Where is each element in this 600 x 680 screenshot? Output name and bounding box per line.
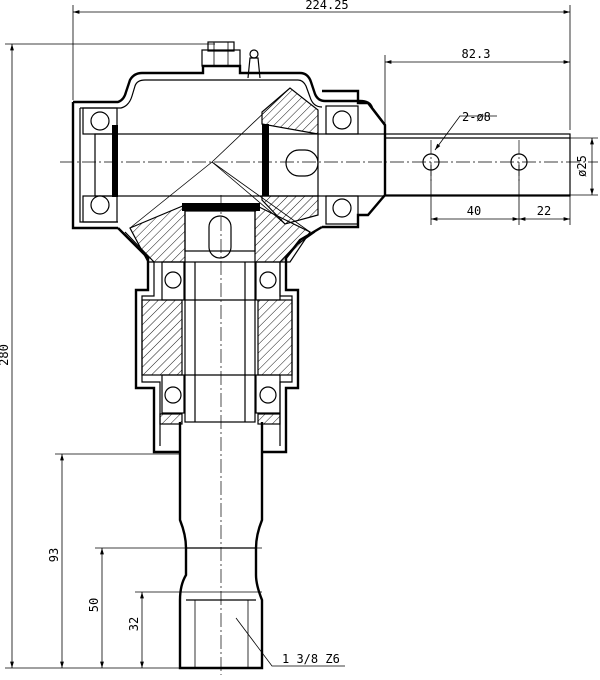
input-shaft	[60, 133, 598, 197]
bearing-ball	[332, 110, 352, 130]
left-bearing	[82, 107, 118, 223]
gear-section-bottom	[261, 195, 319, 225]
housing-lower-left	[117, 227, 180, 454]
snap-ring	[262, 124, 269, 196]
oil-seal-left	[159, 413, 183, 425]
gear-section-left	[129, 204, 186, 263]
output-shaft	[178, 195, 264, 675]
dim-50-text: 50	[87, 598, 101, 612]
dim-diameter-text: ø25	[575, 155, 589, 177]
dimension-texts: 224.25 82.3 2-ø8 40 22 ø25 280 93 50 32 …	[0, 0, 589, 666]
leader-holes	[434, 115, 497, 151]
bearing-ball	[259, 386, 277, 404]
grease-nipple	[247, 57, 261, 79]
housing-left-wall	[71, 102, 118, 230]
dim-hole-spacing-text: 40	[467, 204, 481, 218]
gear-section-top	[261, 87, 319, 135]
keyway	[285, 149, 319, 177]
bearing-ball	[259, 271, 277, 289]
dim-holes-text: 2-ø8	[462, 110, 491, 124]
bearing-ball	[164, 386, 182, 404]
snap-ring	[112, 125, 118, 197]
vertical-keyway	[208, 215, 232, 259]
bearing-ball	[90, 111, 110, 131]
plug-body	[201, 49, 241, 67]
housing-right-flange	[322, 89, 387, 229]
dim-height-text: 280	[0, 344, 11, 366]
housing-top-outer	[73, 64, 386, 126]
bearing-ball	[90, 195, 110, 215]
shaft-body	[94, 133, 571, 197]
vertical-shaft-body	[184, 261, 256, 423]
vertical-bearings	[141, 261, 293, 425]
dim-32-text: 32	[127, 617, 141, 631]
breather-plug	[201, 41, 261, 79]
plug-cap	[207, 41, 235, 52]
oil-seal-right	[257, 413, 281, 425]
dim-93-text: 93	[47, 548, 61, 562]
spacer-left	[141, 299, 183, 376]
bearing-ball	[164, 271, 182, 289]
spacer-right	[257, 299, 293, 376]
housing-top-inner	[80, 79, 323, 109]
right-bearing	[262, 105, 359, 225]
dim-offset-text: 82.3	[462, 47, 491, 61]
spline-label: 1 3/8 Z6	[282, 652, 340, 666]
dim-total-width-text: 224.25	[305, 0, 348, 12]
dim-end-distance-text: 22	[537, 204, 551, 218]
bearing-ball	[332, 198, 352, 218]
